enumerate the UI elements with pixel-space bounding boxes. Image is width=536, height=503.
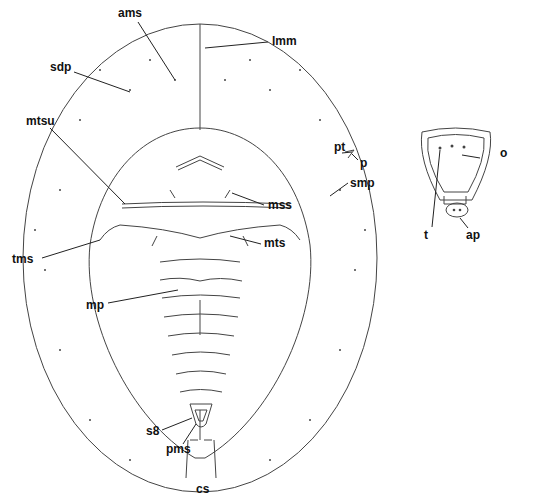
part-label: ams [118, 6, 142, 20]
part-label: pt [334, 140, 345, 154]
part-label: smp [350, 176, 375, 190]
part-label: mtsu [26, 114, 55, 128]
part-label: s8 [146, 424, 159, 438]
part-label: o [500, 146, 507, 160]
part-label: mss [268, 198, 292, 212]
part-label: pms [166, 442, 191, 456]
part-label: t [424, 228, 428, 242]
part-label: mp [86, 298, 104, 312]
part-label: sdp [50, 60, 71, 74]
part-label: cs [196, 482, 209, 496]
part-label: mts [264, 236, 285, 250]
part-label: p [360, 156, 367, 170]
part-label: lmm [272, 34, 297, 48]
part-label: ap [466, 228, 480, 242]
part-label: tms [12, 252, 33, 266]
